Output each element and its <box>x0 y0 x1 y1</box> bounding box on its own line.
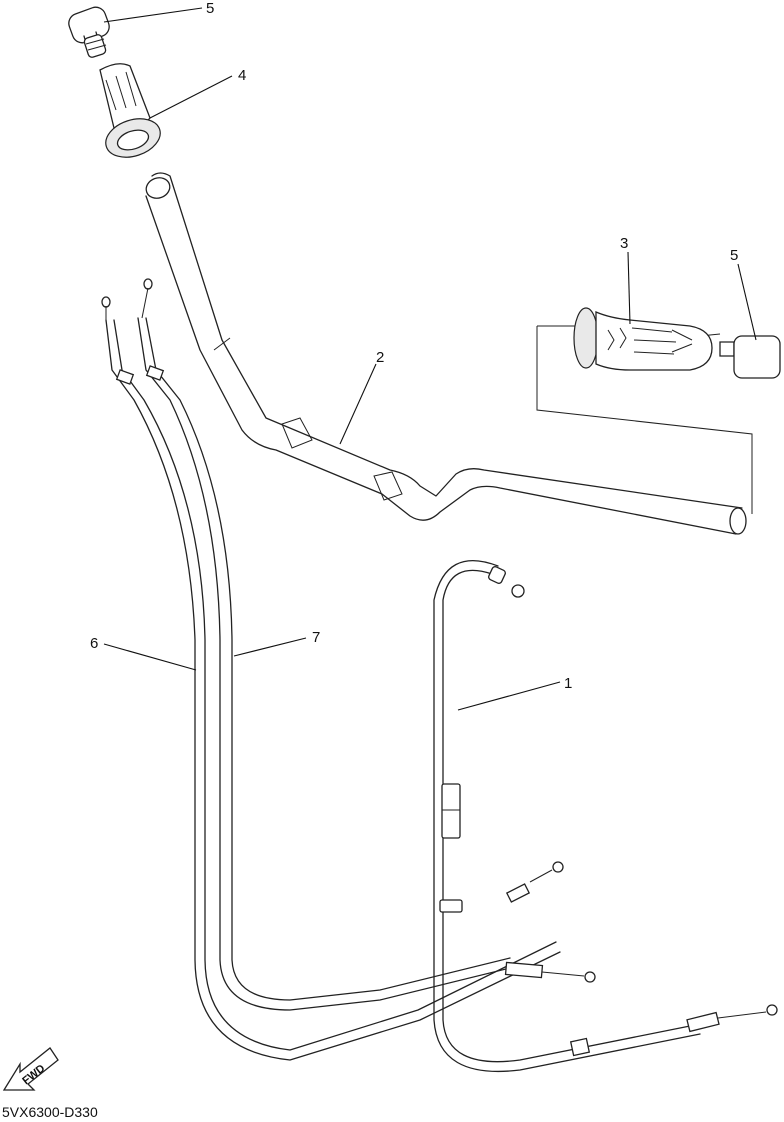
callout-5-right: 5 <box>730 247 738 264</box>
callout-leaders <box>103 7 757 711</box>
throttle-cable-return <box>137 278 596 1011</box>
callout-7: 7 <box>312 629 320 646</box>
callout-3: 3 <box>620 235 628 252</box>
callout-4: 4 <box>238 67 246 84</box>
handlebar <box>145 172 747 535</box>
throttle-grip <box>99 63 161 158</box>
callout-1: 1 <box>564 675 572 692</box>
grip-assembly-right <box>536 307 781 514</box>
callout-6: 6 <box>90 635 98 652</box>
callout-5-left: 5 <box>206 0 214 17</box>
clutch-cable <box>433 560 778 1073</box>
grip-end-weight-left <box>68 6 110 58</box>
throttle-cable-pull <box>101 296 564 1061</box>
diagram-code: 5VX6300-D330 <box>2 1104 98 1120</box>
fwd-arrow-icon: FWD <box>2 1047 59 1091</box>
callout-2: 2 <box>376 349 384 366</box>
